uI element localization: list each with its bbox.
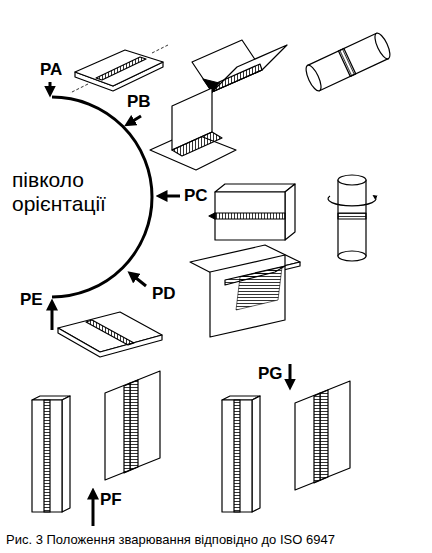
pg-fillet bbox=[295, 381, 350, 490]
arc-label: півколо орієнтації bbox=[12, 168, 132, 216]
position-label: PC bbox=[184, 186, 208, 206]
position-label: PD bbox=[152, 284, 176, 304]
pe-arrow bbox=[51, 303, 54, 330]
pa-pipe bbox=[303, 31, 393, 93]
pb-fillet bbox=[150, 88, 236, 170]
pc-plate bbox=[209, 184, 295, 240]
position-label: PA bbox=[40, 60, 62, 80]
position-label: PG bbox=[258, 364, 283, 384]
position-label: PB bbox=[127, 92, 151, 112]
figure-caption: Рис. 3 Положення зварювання відповідно д… bbox=[6, 532, 335, 548]
pf-fillet bbox=[105, 371, 160, 480]
pb-arrow bbox=[128, 116, 141, 124]
pf-arrow bbox=[92, 492, 95, 526]
position-label: PF bbox=[100, 490, 122, 510]
pe-plate bbox=[58, 312, 162, 357]
pa-fillet bbox=[192, 40, 287, 92]
pc-pipe bbox=[328, 175, 376, 261]
pc-arrow bbox=[160, 195, 180, 198]
pa-plate bbox=[70, 45, 168, 93]
pd-fillet bbox=[190, 245, 300, 337]
pg-arrow bbox=[289, 364, 292, 386]
position-label: PE bbox=[20, 290, 43, 310]
pf-plate bbox=[32, 396, 70, 512]
pd-arrow bbox=[131, 274, 146, 286]
pg-plate bbox=[222, 396, 260, 512]
pa-arrow bbox=[49, 82, 52, 93]
